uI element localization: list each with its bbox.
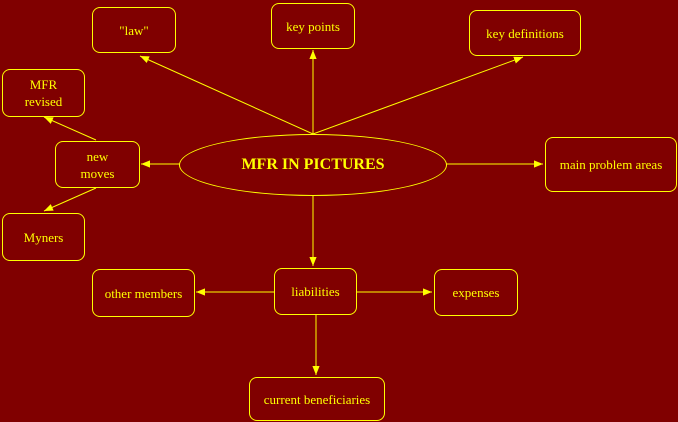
node-new-moves[interactable]: new moves	[55, 141, 140, 188]
node-other-members[interactable]: other members	[92, 269, 195, 317]
node-law[interactable]: "law"	[92, 7, 176, 53]
edge-center-law	[139, 55, 314, 135]
edge-new-moves-myners	[43, 187, 97, 212]
edge-new-moves-mfr-revised	[43, 116, 97, 141]
node-key-definitions[interactable]: key definitions	[469, 10, 581, 56]
node-liabilities[interactable]: liabilities	[274, 268, 357, 315]
node-current-beneficiaries[interactable]: current beneficiaries	[249, 377, 385, 421]
node-myners[interactable]: Myners	[2, 213, 85, 261]
node-expenses[interactable]: expenses	[434, 269, 518, 316]
node-main-problem-areas[interactable]: main problem areas	[545, 137, 677, 192]
edge-center-key-definitions	[312, 56, 524, 135]
node-mfr-revised[interactable]: MFR revised	[2, 69, 85, 117]
center-node-mfr-in-pictures[interactable]: MFR IN PICTURES	[179, 134, 447, 196]
node-key-points[interactable]: key points	[271, 3, 355, 49]
